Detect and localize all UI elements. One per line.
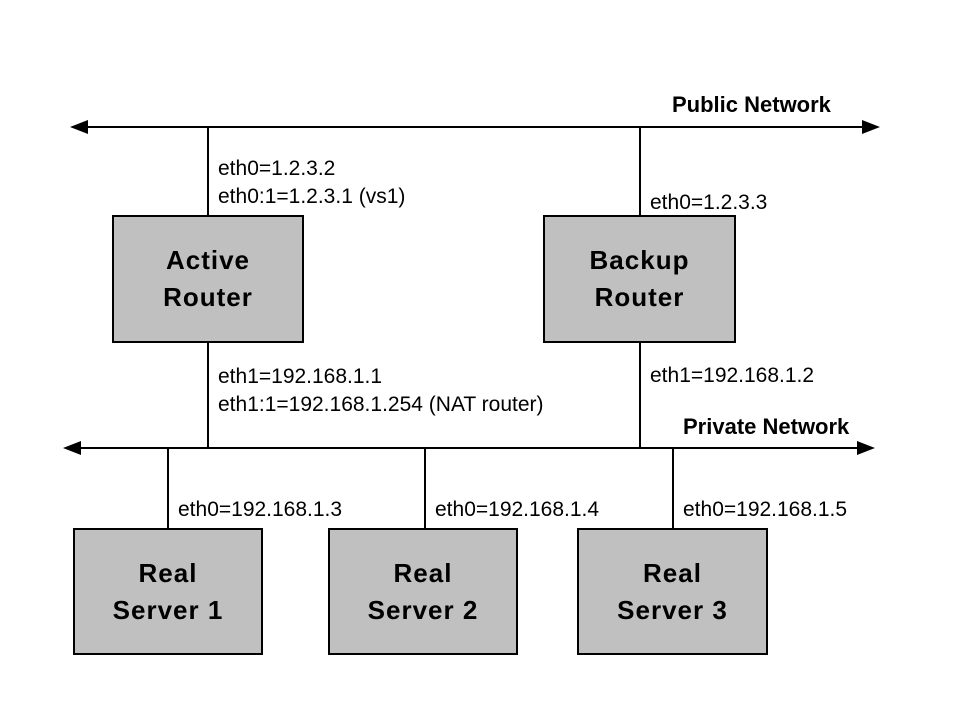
real-server-2-link-line [424,449,426,528]
real-server-2-eth0-label: eth0=192.168.1.4 [435,498,600,521]
backup-router-public-link-line [639,128,641,216]
real-server-1-link-line [167,449,169,528]
real-server-3-eth0-label: eth0=192.168.1.5 [683,498,848,521]
active-router-public-link-line [207,128,209,215]
active-router-node: Active Router [112,215,304,343]
public-network-label: Public Network [672,92,831,117]
private-network-arrow-right-icon [857,441,875,455]
real-server-1-name: Real Server 1 [112,557,224,625]
private-network-label: Private Network [683,414,850,439]
backup-router-private-link-line [639,343,641,448]
real-server-3-name: Real Server 3 [617,557,728,625]
real-server-3-link-line [672,449,674,528]
public-network-arrow-right-icon [862,120,880,134]
backup-router-eth0-label: eth0=1.2.3.3 [650,191,768,214]
private-network-line [79,447,857,449]
active-router-eth0-label: eth0=1.2.3.2 eth0:1=1.2.3.1 (vs1) [218,157,406,208]
backup-router-eth1-label: eth1=192.168.1.2 [650,364,815,387]
active-router-private-link-line [207,343,209,448]
real-server-1-node: Real Server 1 [73,528,263,655]
real-server-3-node: Real Server 3 [577,528,768,655]
real-server-1-eth0-label: eth0=192.168.1.3 [178,498,343,521]
public-network-line [86,126,862,128]
private-network-arrow-left-icon [63,441,81,455]
active-router-eth1-label: eth1=192.168.1.1 eth1:1=192.168.1.254 (N… [218,365,544,416]
backup-router-name: Backup Router [589,245,690,312]
real-server-2-node: Real Server 2 [328,528,518,655]
real-server-2-name: Real Server 2 [367,557,479,625]
backup-router-node: Backup Router [543,215,736,343]
active-router-name: Active Router [163,245,253,312]
public-network-arrow-left-icon [70,120,88,134]
